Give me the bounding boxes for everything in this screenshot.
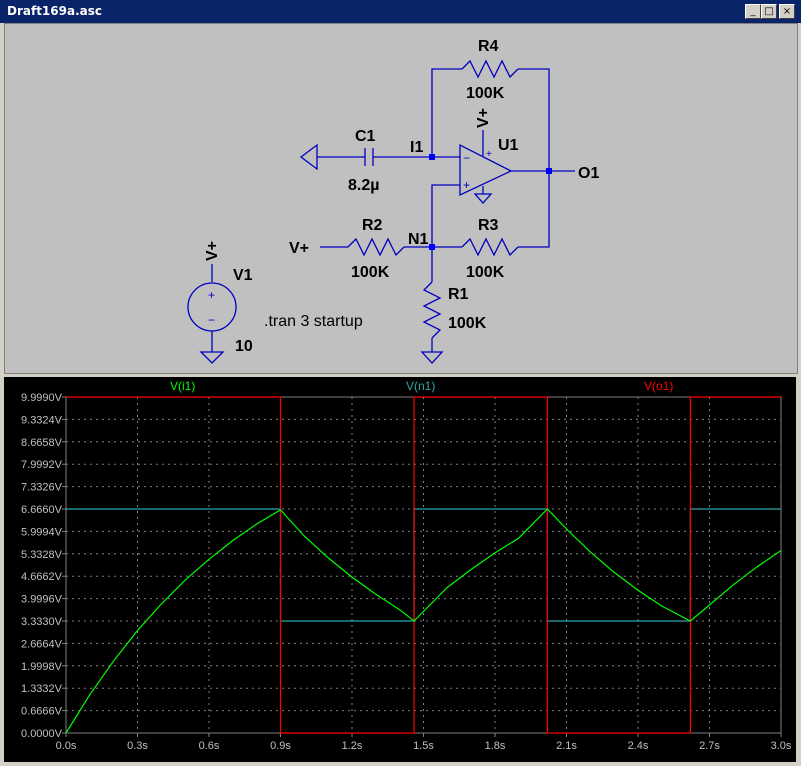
- node-n1: [429, 244, 435, 250]
- y-tick-label: 1.3332V: [21, 683, 63, 695]
- x-tick-label: 1.5s: [413, 740, 434, 752]
- v1-plus-sign: +: [208, 288, 215, 302]
- trace-label-v-i1[interactable]: V(i1): [170, 379, 195, 393]
- x-tick-label: 1.2s: [342, 740, 363, 752]
- minimize-button[interactable]: _: [745, 4, 761, 19]
- opamp-supply-label: V+: [475, 108, 492, 128]
- input-ground-symbol: [299, 143, 318, 171]
- r4-name-label: R4: [478, 38, 499, 55]
- trace-label-v-o1[interactable]: V(o1): [644, 379, 673, 393]
- schematic-canvas[interactable]: R4 100K V+ U1 C1 8.2µ I1 O1 R2 100K R3 1…: [5, 24, 797, 373]
- wire-r3-to-output: [518, 171, 550, 248]
- y-tick-label: 0.0000V: [21, 728, 63, 740]
- r2-value-label: 100K: [351, 264, 390, 281]
- x-tick-label: 1.8s: [485, 740, 506, 752]
- r3-value-label: 100K: [466, 264, 505, 281]
- r1-value-label: 100K: [448, 315, 487, 332]
- opamp-ground-symbol: [473, 193, 493, 204]
- close-button[interactable]: ×: [779, 4, 795, 19]
- y-tick-label: 3.3330V: [21, 616, 63, 628]
- wire-plus-to-n1: [431, 184, 460, 247]
- r1-name-label: R1: [448, 286, 469, 303]
- maximize-button[interactable]: □: [761, 4, 777, 19]
- waveform-plot-pane[interactable]: 9.9990V 9.3324V 8.6658V 7.9992V 7.3326V 6.666…: [4, 377, 796, 762]
- x-tick-label: 2.7s: [699, 740, 720, 752]
- r2-name-label: R2: [362, 217, 383, 234]
- trace-v-i1: [65, 508, 782, 734]
- y-tick-label: 4.6662V: [21, 571, 63, 583]
- x-tick-label: 0.3s: [127, 740, 148, 752]
- schematic-pane[interactable]: R4 100K V+ U1 C1 8.2µ I1 O1 R2 100K R3 1…: [4, 23, 798, 374]
- c1-value-label: 8.2µ: [348, 177, 379, 194]
- y-tick-label: 6.6660V: [21, 504, 63, 516]
- r3-name-label: R3: [478, 217, 499, 234]
- c1-name-label: C1: [355, 128, 376, 145]
- net-i1-label: I1: [410, 139, 423, 156]
- r2-resistor-zigzag: [347, 237, 405, 257]
- plot-grid: [66, 397, 781, 733]
- opamp-u1[interactable]: [459, 143, 513, 197]
- y-tick-label: 5.3328V: [21, 549, 63, 561]
- tran-directive[interactable]: .tran 3 startup: [264, 313, 363, 330]
- x-tick-label: 0.9s: [270, 740, 291, 752]
- v1-value-label: 10: [235, 338, 253, 355]
- title-bar[interactable]: Draft169a.asc _ □ ×: [0, 0, 801, 23]
- node-o1: [546, 168, 552, 174]
- r1-resistor-zigzag: [422, 281, 442, 339]
- y-tick-label: 9.3324V: [21, 414, 63, 426]
- v1-name-label: V1: [233, 267, 253, 284]
- opamp-minus-sign: −: [463, 151, 470, 165]
- plot-traces: [65, 396, 782, 734]
- v1-supply-label: V+: [204, 241, 221, 261]
- x-tick-label: 0.6s: [199, 740, 220, 752]
- y-axis-ticks: 9.9990V 9.3324V 8.6658V 7.9992V 7.3326V 6.666…: [21, 392, 66, 740]
- x-tick-label: 0.0s: [56, 740, 77, 752]
- y-tick-label: 3.9996V: [21, 594, 63, 606]
- wire-r4-left: [431, 68, 462, 157]
- x-tick-label: 2.1s: [556, 740, 577, 752]
- trace-label-v-n1[interactable]: V(n1): [406, 379, 435, 393]
- y-tick-label: 7.9992V: [21, 459, 63, 471]
- y-tick-label: 2.6664V: [21, 638, 63, 650]
- x-tick-label: 3.0s: [771, 740, 792, 752]
- net-o1-label: O1: [578, 165, 599, 182]
- x-axis-ticks: 0.0s 0.3s 0.6s 0.9s 1.2s 1.5s 1.8s 2.1s 2.4s 2.7s…: [56, 733, 792, 752]
- y-tick-label: 1.9998V: [21, 661, 63, 673]
- opamp-plus-sign: +: [463, 178, 470, 192]
- r3-resistor-zigzag: [461, 237, 519, 257]
- y-tick-label: 0.6666V: [21, 706, 63, 718]
- wire-r4-right: [518, 68, 550, 171]
- input-vplus-label: V+: [289, 240, 309, 257]
- r4-value-label: 100K: [466, 85, 505, 102]
- y-tick-label: 9.9990V: [21, 392, 63, 404]
- opamp-top-plus-sign: +: [486, 149, 492, 160]
- trace-v-o1: [66, 396, 781, 734]
- x-tick-label: 2.4s: [628, 740, 649, 752]
- y-tick-label: 5.9994V: [21, 526, 63, 538]
- v1-minus-sign: −: [208, 313, 215, 327]
- y-tick-label: 8.6658V: [21, 437, 63, 449]
- u1-name-label: U1: [498, 137, 519, 154]
- window-title: Draft169a.asc: [7, 4, 102, 18]
- node-i1: [429, 154, 435, 160]
- y-tick-label: 7.3326V: [21, 482, 63, 494]
- waveform-plot[interactable]: 9.9990V 9.3324V 8.6658V 7.9992V 7.3326V 6.666…: [4, 377, 796, 762]
- net-n1-label: N1: [408, 231, 429, 248]
- r1-ground-symbol: [420, 351, 444, 364]
- r4-resistor-zigzag: [461, 59, 519, 79]
- v1-ground-symbol: [199, 351, 225, 364]
